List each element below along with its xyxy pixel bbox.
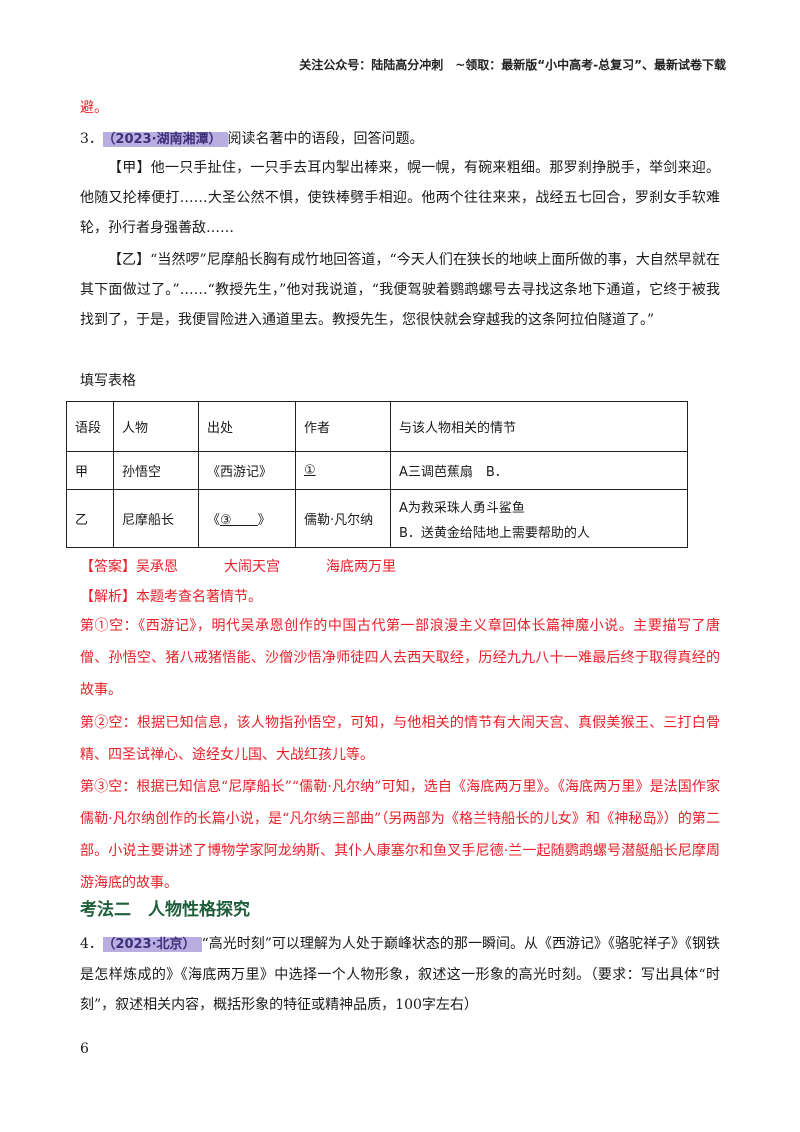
answer-label: 【答案】	[80, 559, 136, 575]
analysis-label: 【解析】	[80, 589, 136, 605]
seg-cell: 乙	[66, 489, 114, 548]
source-tag: （2023·湖南湘潭）	[102, 132, 228, 147]
answer-3: 海底两万里	[326, 559, 396, 575]
plot-cell: A三调芭蕉扇 B．	[390, 451, 688, 490]
person-cell: 孙悟空	[113, 451, 199, 490]
header-cell: 语段	[66, 401, 114, 452]
book-close: 》	[257, 513, 271, 528]
page-header: 关注公众号：陆陆高分冲刺 ~领取：最新版“小中高考-总复习”、最新试卷下载	[299, 58, 726, 72]
answer-line: 【答案】吴承恩 大闹天宫 海底两万里	[80, 556, 720, 578]
table-row: 乙 尼摩船长 《③ 》 儒勒·凡尔纳 A为救采珠人勇斗鲨鱼 B．送黄金给陆地上需…	[66, 489, 688, 548]
question-number: 4．	[80, 936, 103, 952]
header-cell: 与该人物相关的情节	[390, 401, 688, 452]
author-cell: ①	[295, 451, 391, 490]
header-cell: 出处	[198, 401, 296, 452]
source-cell: 《③ 》	[198, 489, 296, 548]
analysis-intro: 本题考查名著情节。	[136, 589, 262, 605]
plot-cell: A为救采珠人勇斗鲨鱼 B．送黄金给陆地上需要帮助的人	[390, 489, 688, 548]
header-cell: 作者	[295, 401, 391, 452]
table-row: 甲 孙悟空 《西游记》 ① A三调芭蕉扇 B．	[66, 451, 688, 490]
plot-a: A为救采珠人勇斗鲨鱼	[399, 500, 525, 516]
info-table: 语段 人物 出处 作者 与该人物相关的情节 甲 孙悟空 《西游记》 ① A三调芭…	[66, 401, 688, 548]
answer-1: 吴承恩	[136, 559, 178, 575]
author-cell: 儒勒·凡尔纳	[295, 489, 391, 548]
page-number: 6	[80, 1041, 89, 1057]
question-text: “高光时刻”可以理解为人处于巅峰状态的那一瞬间。从《西游记》《骆驼祥子》《钢铁是…	[80, 936, 720, 1013]
question-number: 3．	[80, 131, 103, 147]
passage-jia: 【甲】他一只手扯住，一只手去耳内掣出棒来，幌一幌，有碗来粗细。那罗刹挣脱手，举剑…	[80, 160, 720, 236]
analysis-blank-1: 第①空：《西游记》，明代吴承恩创作的中国古代第一部浪漫主义章回体长篇神魔小说。主…	[80, 618, 720, 698]
seg-cell: 甲	[66, 451, 114, 490]
analysis-blank-3: 第③空：根据已知信息“尼摩船长”“儒勒·凡尔纳”可知，选自《海底两万里》。《海底…	[80, 779, 720, 891]
plot-b: B．送黄金给陆地上需要帮助的人	[399, 525, 590, 541]
analysis-line: 【解析】本题考查名著情节。	[80, 586, 720, 608]
person-cell: 尼摩船长	[113, 489, 199, 548]
analysis-blank-2: 第②空：根据已知信息，该人物指孙悟空，可知，与他相关的情节有大闹天宫、真假美猴王…	[80, 715, 720, 763]
section-title: 考法二 人物性格探究	[80, 900, 250, 920]
passage-yi: 【乙】“当然啰”尼摩船长胸有成竹地回答道，“今天人们在狭长的地峡上面所做的事，大…	[80, 252, 720, 328]
question-3-title: 3．（2023·湖南湘潭）阅读名著中的语段，回答问题。	[80, 128, 720, 151]
question-4: 4．（2023·北京）“高光时刻”可以理解为人处于巅峰状态的那一瞬间。从《西游记…	[80, 929, 720, 1020]
previous-answer-tail: 避。	[80, 100, 108, 116]
blank-1: ①	[304, 463, 316, 478]
header-cell: 人物	[113, 401, 199, 452]
book-open: 《	[207, 513, 221, 528]
blank-3: ③	[220, 513, 258, 528]
source-cell: 《西游记》	[198, 451, 296, 490]
answer-2: 大闹天宫	[224, 559, 280, 575]
source-tag: （2023·北京）	[102, 937, 202, 952]
table-caption: 填写表格	[80, 373, 136, 389]
table-header-row: 语段 人物 出处 作者 与该人物相关的情节	[66, 401, 688, 452]
question-prompt: 阅读名著中的语段，回答问题。	[227, 131, 424, 147]
